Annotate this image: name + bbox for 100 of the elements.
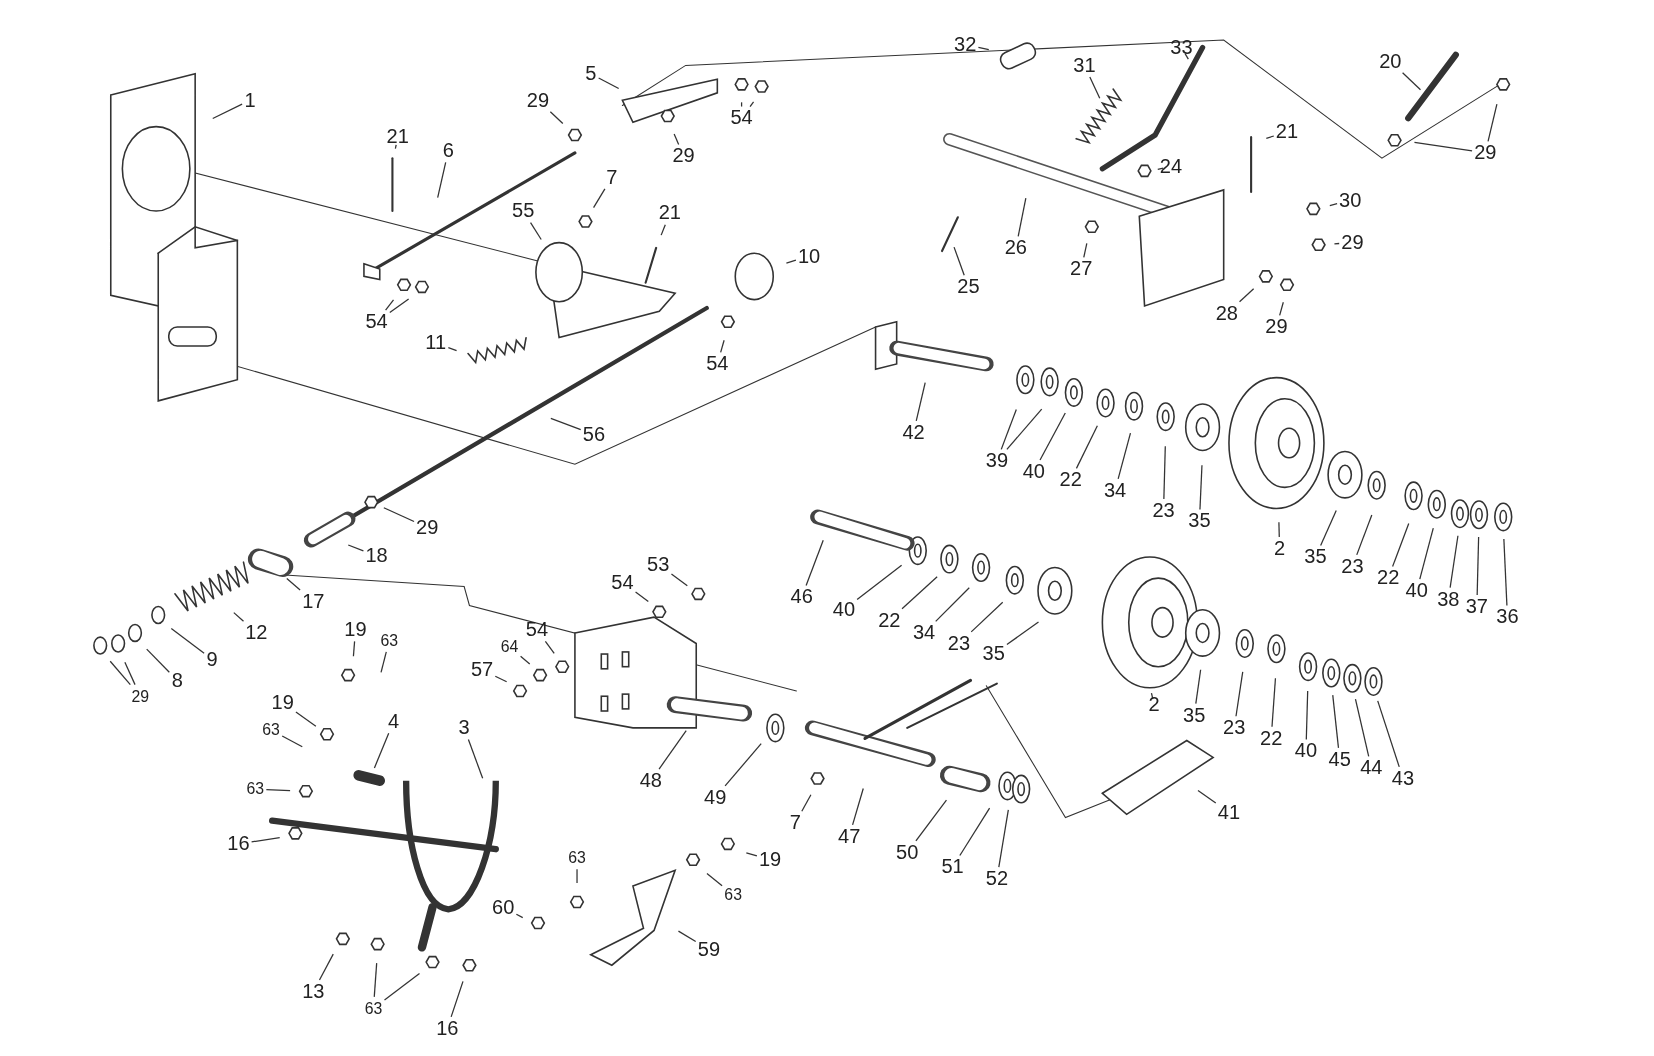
callout-number: 16 xyxy=(436,1018,459,1040)
leader-line xyxy=(915,381,926,422)
callout-number: 54 xyxy=(730,107,753,129)
leader-line xyxy=(1401,72,1422,91)
callout-number: 49 xyxy=(704,786,727,809)
leader-line xyxy=(1413,141,1473,152)
callout-number: 29 xyxy=(672,145,695,167)
leader-line xyxy=(805,539,824,587)
leader-line xyxy=(998,809,1009,868)
leader-line xyxy=(785,259,797,264)
leader-line xyxy=(670,573,688,587)
leader-line xyxy=(1332,694,1340,749)
callout-number: 23 xyxy=(1223,717,1246,739)
callout-number: 19 xyxy=(344,619,367,641)
leader-line xyxy=(447,346,458,352)
leader-line xyxy=(295,711,317,727)
leader-line xyxy=(720,339,725,353)
leader-line xyxy=(724,742,762,787)
leader-line xyxy=(576,868,578,884)
leader-line xyxy=(658,730,687,770)
callout-number: 42 xyxy=(902,421,925,444)
leader-line xyxy=(347,544,365,552)
callout-number: 30 xyxy=(1339,189,1362,211)
callout-number: 23 xyxy=(947,632,971,655)
callout-number: 22 xyxy=(1260,727,1283,749)
callout-number: 21 xyxy=(386,126,409,148)
leader-line xyxy=(673,133,680,146)
leader-line xyxy=(856,564,903,601)
callout-number: 48 xyxy=(639,770,662,792)
leader-line xyxy=(970,601,1004,633)
callout-number: 54 xyxy=(706,353,729,375)
callout-number: 63 xyxy=(380,629,399,651)
callout-number: 35 xyxy=(1183,704,1206,726)
callout-number: 25 xyxy=(957,276,980,298)
callout-number: 13 xyxy=(302,981,325,1003)
leader-line xyxy=(1238,288,1255,303)
callout-number: 32 xyxy=(954,33,977,55)
leader-line xyxy=(677,930,697,943)
callout-number: 52 xyxy=(985,868,1009,890)
callout-number: 54 xyxy=(611,571,634,593)
leader-line xyxy=(437,161,447,199)
callout-number: 10 xyxy=(797,245,821,267)
leader-line xyxy=(265,788,291,792)
callout-number: 34 xyxy=(912,622,936,644)
leader-line xyxy=(1271,677,1277,728)
callout-number: 59 xyxy=(697,938,721,960)
callout-number: 63 xyxy=(262,719,280,741)
leader-line xyxy=(549,111,564,125)
callout-number: 54 xyxy=(525,619,549,641)
leader-line xyxy=(1278,521,1280,538)
leader-line xyxy=(801,794,812,812)
callout-number: 47 xyxy=(838,826,861,848)
callout-number: 36 xyxy=(1496,606,1519,628)
callout-number: 2 xyxy=(1274,538,1286,560)
leader-line xyxy=(1075,425,1098,469)
callout-number: 50 xyxy=(896,841,919,863)
leader-line xyxy=(1476,536,1480,596)
callout-number: 44 xyxy=(1360,757,1383,779)
callout-number: 2 xyxy=(1148,694,1160,716)
leader-line xyxy=(124,661,136,686)
callout-number: 9 xyxy=(206,648,218,670)
callout-number: 22 xyxy=(1377,567,1400,589)
leader-line xyxy=(515,913,524,919)
callout-number: 28 xyxy=(1215,302,1238,324)
callout-number: 29 xyxy=(131,685,150,707)
callout-number: 64 xyxy=(500,636,519,658)
callout-number: 21 xyxy=(658,202,681,224)
callout-number: 53 xyxy=(647,553,670,575)
callout-number: 4 xyxy=(387,711,400,733)
callout-number: 37 xyxy=(1465,596,1488,618)
leader-line xyxy=(977,46,990,51)
callout-number: 29 xyxy=(526,89,550,111)
leader-line xyxy=(706,872,723,887)
leader-line xyxy=(146,648,170,673)
callout-number: 18 xyxy=(365,545,388,567)
leader-line xyxy=(1089,76,1101,99)
leader-line xyxy=(1184,52,1189,60)
leader-line xyxy=(318,953,334,981)
callout-number: 23 xyxy=(1152,500,1175,522)
leader-line xyxy=(953,246,965,276)
callout-number: 46 xyxy=(790,586,813,608)
callout-number: 55 xyxy=(512,200,535,222)
callout-number: 63 xyxy=(568,847,586,869)
leader-line xyxy=(1157,167,1164,170)
callout-number: 63 xyxy=(364,997,383,1020)
leader-line xyxy=(450,980,464,1018)
leader-line xyxy=(1356,514,1373,556)
leader-line xyxy=(529,221,542,241)
leader-line xyxy=(1006,621,1040,646)
callout-number: 63 xyxy=(246,778,265,800)
leader-line xyxy=(212,103,243,120)
leader-line xyxy=(1197,789,1217,804)
leader-line xyxy=(901,576,938,610)
leader-line xyxy=(1150,692,1154,700)
leader-line xyxy=(380,651,387,674)
leader-line xyxy=(740,101,743,108)
callout-number: 40 xyxy=(1405,580,1428,602)
callout-number: 38 xyxy=(1437,588,1460,610)
leader-line xyxy=(281,735,303,748)
leader-line xyxy=(250,836,281,843)
